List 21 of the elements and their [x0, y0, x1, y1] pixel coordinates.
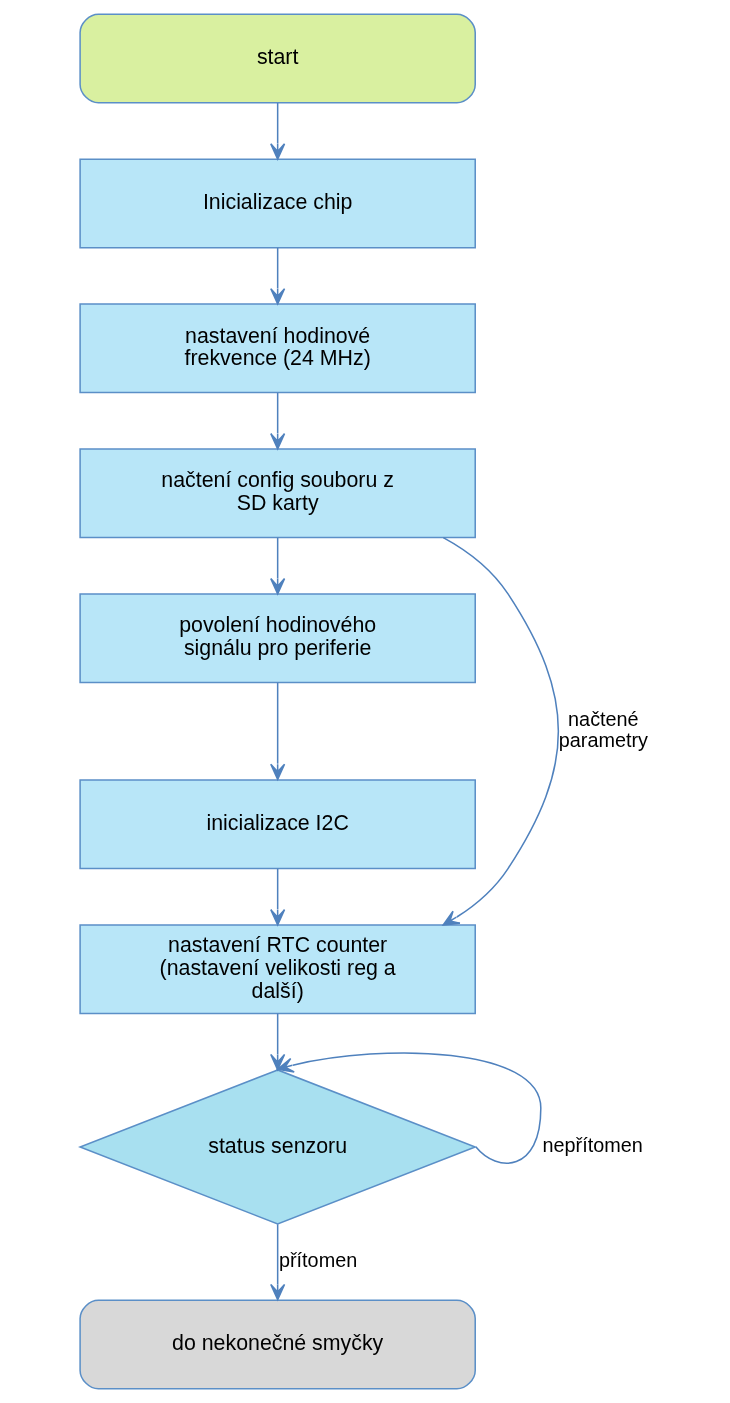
arrow: [270, 102, 286, 160]
node-box: povolení hodinového signálu pro periferie: [79, 593, 476, 684]
arrow: [270, 537, 286, 595]
node-diamond: status senzoru: [78, 1069, 478, 1225]
edge-label: nepřítomen: [542, 1134, 643, 1157]
node-box: start: [79, 13, 476, 104]
node-box: inicializace I2C: [79, 779, 476, 870]
node-box: do nekonečné smyčky: [79, 1299, 476, 1390]
node-box: nastavení hodinové frekvence (24 MHz): [79, 303, 476, 394]
arrow: [270, 681, 286, 781]
arrow: [442, 536, 560, 926]
edge-label: přítomen: [278, 1249, 358, 1272]
node-box: Inicializace chip: [79, 158, 476, 249]
arrow: [270, 1223, 286, 1301]
arrow: [276, 1052, 542, 1164]
edge-label: načtené parametry: [558, 707, 648, 752]
node-box: nastavení RTC counter (nastavení velikosti reg a další): [79, 924, 476, 1015]
arrow: [270, 868, 286, 926]
arrow: [270, 392, 286, 450]
arrow: [270, 247, 286, 305]
node-box: načtení config souboru z SD karty: [79, 448, 476, 539]
